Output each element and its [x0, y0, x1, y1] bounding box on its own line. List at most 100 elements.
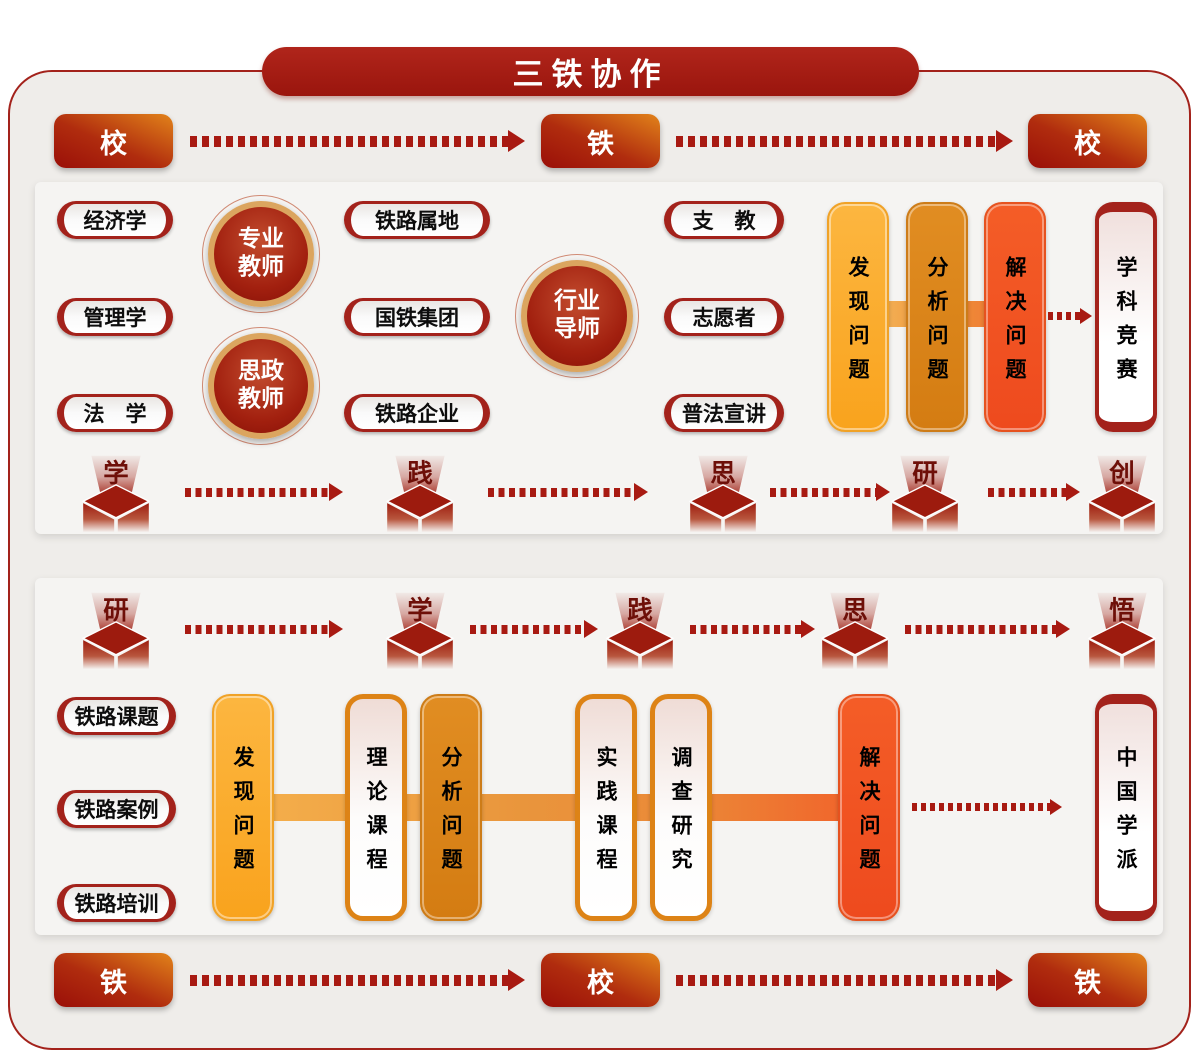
- process-bar: 分析问题: [420, 694, 482, 921]
- arrow-line: [676, 974, 996, 986]
- open-book-icon: 创: [1081, 455, 1163, 533]
- railway-org-pill: 铁路企业: [344, 394, 490, 432]
- dotted-arrow: [185, 618, 343, 640]
- arrow-head-icon: [801, 620, 815, 638]
- railway-org-pill: 国铁集团: [344, 298, 490, 336]
- arrow-head-icon: [1056, 620, 1070, 638]
- arrow-head-icon: [876, 483, 890, 501]
- arrow-line: [905, 624, 1056, 634]
- dotted-arrow: [185, 481, 343, 503]
- dotted-arrow: [770, 481, 890, 503]
- dotted-arrow: [190, 130, 525, 152]
- open-book-icon: 思: [682, 455, 764, 533]
- arrow-head-icon: [1050, 799, 1062, 815]
- process-bar: 发现问题: [212, 694, 274, 921]
- discipline-pill: 管理学: [57, 298, 173, 336]
- process-bar-label: 分析问题: [925, 255, 949, 392]
- mentor-circle-face: 行业 导师: [521, 260, 633, 372]
- open-book-icon: 践: [379, 455, 461, 533]
- dotted-arrow: [988, 481, 1080, 503]
- flow-node: 校: [541, 953, 660, 1007]
- open-book-icon: 思: [814, 592, 896, 670]
- open-book-icon: 研: [884, 455, 966, 533]
- arrow-line: [488, 487, 634, 497]
- resource-pill: 铁路案例: [57, 790, 176, 828]
- circle-label-line1: 专业: [238, 226, 284, 253]
- connector-band: [242, 794, 868, 821]
- dotted-arrow: [488, 481, 648, 503]
- open-book-icon: 学: [75, 455, 157, 533]
- flow-node: 校: [54, 114, 173, 168]
- arrow-line: [185, 487, 329, 497]
- course-bar-label: 调查研究: [669, 746, 693, 882]
- dotted-arrow: [470, 618, 598, 640]
- arrow-line: [190, 135, 508, 147]
- process-bar-label: 发现问题: [846, 255, 870, 392]
- dotted-arrow: [905, 618, 1070, 640]
- dotted-arrow: [690, 618, 815, 640]
- course-bar: 理论课程: [345, 694, 407, 921]
- process-bar: 发现问题: [827, 202, 889, 432]
- dotted-arrow: [912, 796, 1062, 818]
- service-pill: 志愿者: [664, 298, 784, 336]
- circle-label-line2: 导师: [554, 316, 600, 342]
- course-bar: 调查研究: [650, 694, 712, 921]
- arrow-line: [185, 624, 329, 634]
- circle-label-line1: 思政: [238, 358, 284, 385]
- outcome-bar-label: 学科竞赛: [1114, 255, 1138, 392]
- circle-label-line1: 行业: [554, 288, 600, 315]
- process-bar-label: 发现问题: [231, 746, 255, 882]
- step-char: 践: [407, 459, 433, 489]
- arrow-line: [912, 803, 1050, 811]
- process-bar-label: 解决问题: [1003, 255, 1027, 392]
- arrow-line: [988, 487, 1066, 497]
- arrow-head-icon: [508, 969, 525, 991]
- step-char: 创: [1108, 459, 1135, 489]
- arrow-line: [770, 487, 876, 497]
- process-bar: 解决问题: [838, 694, 900, 921]
- arrow-head-icon: [508, 130, 525, 152]
- teacher-circle-face: 专业 教师: [208, 201, 314, 307]
- arrow-head-icon: [329, 483, 343, 501]
- flow-node: 校: [1028, 114, 1147, 168]
- arrow-head-icon: [584, 620, 598, 638]
- outcome-bar: 中国学派: [1095, 694, 1157, 921]
- service-pill: 支 教: [664, 201, 784, 239]
- outcome-bar-label: 中国学派: [1114, 746, 1138, 882]
- outcome-bar: 学科竞赛: [1095, 202, 1157, 432]
- flow-node: 铁: [541, 114, 660, 168]
- arrow-head-icon: [996, 969, 1013, 991]
- open-book-icon: 悟: [1081, 592, 1163, 670]
- arrow-line: [1048, 312, 1080, 320]
- mentor-circle: 行业 导师: [515, 254, 639, 378]
- open-book-icon: 研: [75, 592, 157, 670]
- teacher-circle: 专业 教师: [202, 195, 320, 313]
- arrow-head-icon: [1080, 308, 1092, 324]
- discipline-pill: 经济学: [57, 201, 173, 239]
- flow-node: 铁: [54, 953, 173, 1007]
- process-bar-label: 分析问题: [439, 746, 463, 882]
- arrow-head-icon: [996, 130, 1013, 152]
- discipline-pill: 法 学: [57, 394, 173, 432]
- dotted-arrow: [676, 969, 1013, 991]
- diagram-title: 三铁协作: [262, 47, 919, 96]
- arrow-line: [470, 624, 584, 634]
- process-bar-label: 解决问题: [857, 746, 881, 882]
- arrow-head-icon: [1066, 483, 1080, 501]
- resource-pill: 铁路培训: [57, 884, 176, 922]
- process-bar: 解决问题: [984, 202, 1046, 432]
- open-book-icon: 践: [599, 592, 681, 670]
- teacher-circle-face: 思政 教师: [208, 333, 314, 439]
- dotted-arrow: [190, 969, 525, 991]
- course-bar-label: 理论课程: [364, 746, 388, 882]
- service-pill: 普法宣讲: [664, 394, 784, 432]
- dotted-arrow: [676, 130, 1013, 152]
- arrow-head-icon: [634, 483, 648, 501]
- railway-org-pill: 铁路属地: [344, 201, 490, 239]
- flow-node: 铁: [1028, 953, 1147, 1007]
- course-bar: 实践课程: [575, 694, 637, 921]
- circle-label-line2: 教师: [238, 386, 284, 412]
- dotted-arrow: [1048, 305, 1092, 327]
- teacher-circle: 思政 教师: [202, 327, 320, 445]
